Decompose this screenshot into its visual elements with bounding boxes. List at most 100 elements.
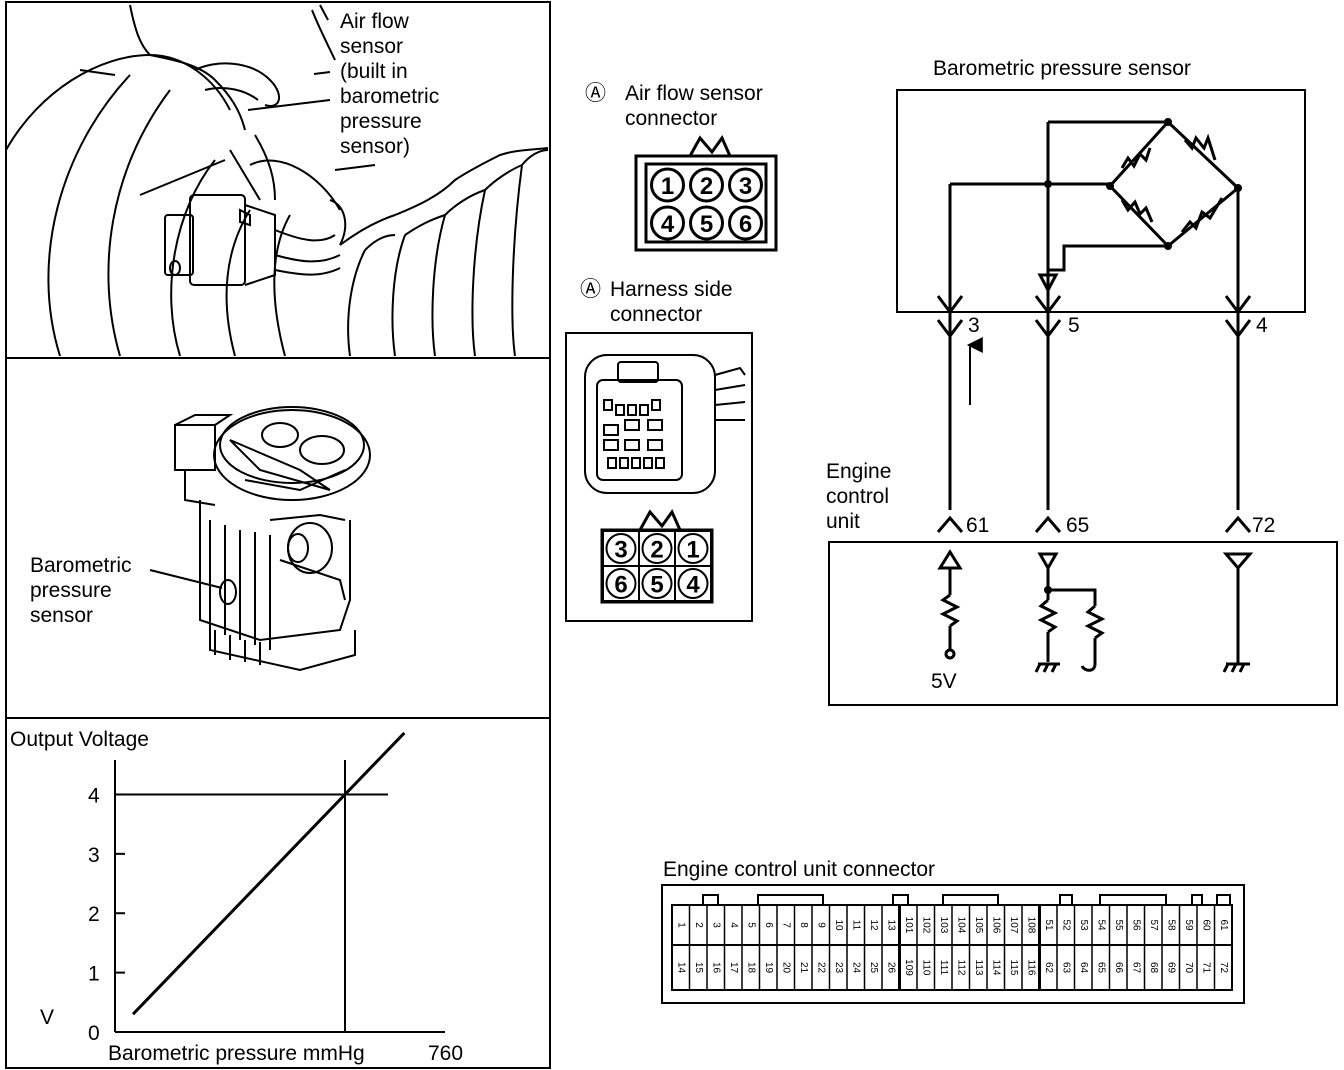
af-pin-label-1: 1: [661, 173, 674, 200]
harness-connector-marker: Ⓐ: [580, 278, 601, 301]
ecu-connector-pin-14: 14: [675, 962, 686, 974]
ecu-connector-pin-111: 111: [938, 960, 949, 976]
svg-text:pressure: pressure: [340, 110, 422, 133]
sensor-box: [896, 89, 1306, 313]
ecu-connector-pin-51: 51: [1043, 919, 1054, 931]
chart-y-tick-label-2: 2: [88, 903, 100, 926]
ecu-connector-pin-21: 21: [798, 962, 809, 974]
ecu-connector-pin-2: 2: [693, 922, 704, 928]
harness-pin-ring-4: [677, 568, 709, 599]
ecu-connector-pin-114: 114: [990, 960, 1001, 976]
bridge-nodes: [1044, 118, 1242, 250]
ecu-connector-pin-25: 25: [868, 962, 879, 974]
ecu-pin-61: 61: [966, 514, 989, 537]
ecu-connector-pin-19: 19: [763, 962, 774, 974]
ecu-connector-pin-54: 54: [1095, 919, 1106, 931]
ecu-connector-pin-6: 6: [763, 922, 774, 928]
ecu-pin-65: 65: [1066, 514, 1089, 537]
ecu-connector-pin-105: 105: [973, 917, 984, 934]
barometric-sensor-label: Barometric pressure sensor: [30, 554, 132, 627]
ecu-connector-pin-65: 65: [1095, 962, 1106, 974]
ecu-connector-pin-107: 107: [1008, 917, 1019, 934]
airflow-sensor-illustration: [5, 4, 549, 357]
chart-x-label: Barometric pressure mmHg: [108, 1042, 365, 1065]
ecu-connector-pin-106: 106: [990, 917, 1001, 934]
ecu-connector-pin-61: 61: [1218, 919, 1229, 931]
ecu-connector-pin-101: 101: [903, 917, 914, 934]
sensor-box-title: Barometric pressure sensor: [933, 57, 1191, 80]
ecu-connector-pin-103: 103: [938, 917, 949, 934]
ecu-connector-cells: 1142153164175186197208219221023112412251…: [671, 894, 1233, 991]
ecu-supply-5v: 5V: [931, 670, 957, 693]
af-pin-label-6: 6: [739, 211, 752, 238]
svg-text:sensor: sensor: [30, 604, 93, 627]
ecu-connector-pin-26: 26: [885, 962, 896, 974]
ecu-connector-title: Engine control unit connector: [663, 858, 935, 881]
ecu-connector-pin-57: 57: [1148, 919, 1159, 931]
af-pin-ring-1: [650, 167, 685, 203]
ecu-connector-pin-23: 23: [833, 962, 844, 974]
sensor-pin-4: 4: [1256, 314, 1268, 337]
bridge-network: [936, 120, 1252, 533]
harness-pin-label-4: 4: [686, 572, 700, 599]
svg-text:(built in: (built in: [340, 60, 408, 83]
chart-y-tick-label-1: 1: [88, 963, 100, 986]
ecu-connector-pin-63: 63: [1060, 962, 1071, 974]
ecu-connector-pin-110: 110: [920, 960, 931, 976]
ecu-connector-pin-11: 11: [850, 920, 861, 931]
ecu-connector-pin-20: 20: [780, 962, 791, 974]
ecu-connector-pin-24: 24: [850, 962, 861, 974]
ecu-connector-pin-69: 69: [1165, 962, 1176, 974]
af-connector-title-line1: Air flow sensor: [625, 82, 763, 105]
ecu-connector-block: Engine control unit connector 1142153164…: [661, 858, 1245, 1004]
ecu-connector-pin-59: 59: [1183, 919, 1194, 931]
harness-connector-title-line2: connector: [610, 303, 702, 326]
ecu-connector-pin-67: 67: [1130, 962, 1141, 974]
ecu-connector-pin-4: 4: [728, 922, 739, 928]
svg-text:pressure: pressure: [30, 579, 112, 602]
chart-series-line: [131, 731, 406, 1016]
af-pin-ring-4: [650, 205, 685, 241]
harness-pin-ring-2: [641, 533, 673, 564]
af-pin-ring-3: [728, 167, 763, 203]
harness-pin-ring-3: [605, 533, 637, 564]
ecu-connector-pin-8: 8: [798, 922, 809, 928]
ecu-connector-pin-18: 18: [745, 962, 756, 974]
ecu-connector-pin-70: 70: [1183, 962, 1194, 974]
airflow-sensor-label: Air flow sensor (built in barometric pre…: [340, 10, 439, 158]
harness-pin-label-3: 3: [614, 537, 627, 564]
ecu-label-line1: Engine: [826, 460, 891, 483]
sensor-circuit: Barometric pressure sensor: [826, 57, 1338, 706]
ecu-connector-pin-113: 113: [973, 960, 984, 976]
chart-y-unit: V: [40, 1006, 54, 1029]
af-pin-label-5: 5: [700, 211, 713, 238]
chart-y-tick-label-0: 0: [88, 1022, 100, 1045]
left-panels-frame: [5, 1, 551, 1069]
ecu-connector-pin-108: 108: [1025, 917, 1036, 934]
af-pin-label-3: 3: [739, 173, 752, 200]
ecu-connector-pin-71: 71: [1200, 962, 1211, 974]
svg-text:barometric: barometric: [340, 85, 439, 108]
ecu-connector-pin-13: 13: [885, 919, 896, 931]
ecu-connector-pin-9: 9: [815, 922, 826, 928]
harness-side-connector-block: Ⓐ Harness side connector: [565, 278, 753, 622]
ecu-connector-pin-7: 7: [780, 922, 791, 928]
ecu-connector-pin-72: 72: [1218, 962, 1229, 974]
svg-text:sensor: sensor: [340, 35, 403, 58]
ecu-internal-circuit: [937, 549, 1254, 673]
ecu-connector-pin-104: 104: [955, 917, 966, 934]
af-pin-ring-5: [689, 205, 724, 241]
harness-pin-label-1: 1: [686, 537, 699, 564]
ecu-pin-72: 72: [1252, 514, 1275, 537]
ecu-connector-pin-3: 3: [710, 922, 721, 928]
svg-text:Barometric: Barometric: [30, 554, 132, 577]
ecu-connector-pin-17: 17: [728, 962, 739, 974]
ecu-connector-pin-109: 109: [903, 959, 914, 976]
harness-pin-ring-6: [605, 568, 637, 599]
ecu-junction-node: [1044, 586, 1052, 594]
sensor-pin-5: 5: [1068, 314, 1080, 337]
